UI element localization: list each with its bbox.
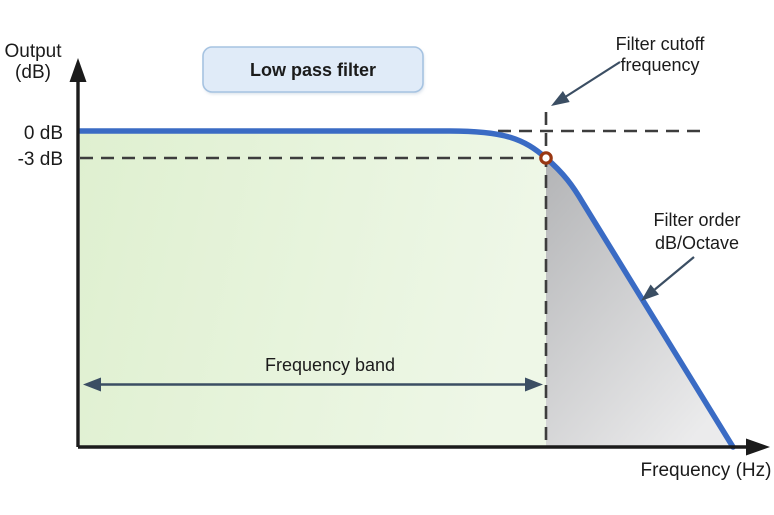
- cutoff-annotation-line2: frequency: [620, 55, 699, 75]
- title-box-label: Low pass filter: [250, 60, 376, 80]
- order-annotation-arrowhead-icon: [641, 284, 659, 301]
- y-axis-label-unit: (dB): [15, 62, 51, 83]
- y-tick-0db: 0 dB: [24, 123, 63, 144]
- cutoff-marker: [539, 151, 553, 165]
- x-axis-arrow-icon: [746, 438, 770, 456]
- y-axis-label: Output: [4, 41, 62, 62]
- band-right-arrowhead-icon: [525, 377, 543, 392]
- cutoff-annotation-arrowhead-icon: [551, 91, 570, 106]
- y-axis-arrow-icon: [69, 58, 87, 82]
- order-annotation-line1: Filter order: [653, 210, 740, 230]
- title-box-border: [202, 46, 424, 93]
- band-label: Frequency band: [265, 355, 395, 375]
- band-left-arrowhead-icon: [83, 377, 101, 392]
- order-annotation-line2: dB/Octave: [655, 233, 739, 253]
- y-tick-minus3db: -3 dB: [18, 149, 63, 170]
- x-axis-label: Frequency (Hz): [641, 460, 772, 481]
- cutoff-annotation-arrow: [565, 61, 621, 98]
- order-annotation-arrow: [654, 256, 695, 291]
- title-box: [203, 47, 423, 92]
- cutoff-annotation-line1: Filter cutoff: [616, 34, 706, 54]
- passband-area: [80, 131, 546, 447]
